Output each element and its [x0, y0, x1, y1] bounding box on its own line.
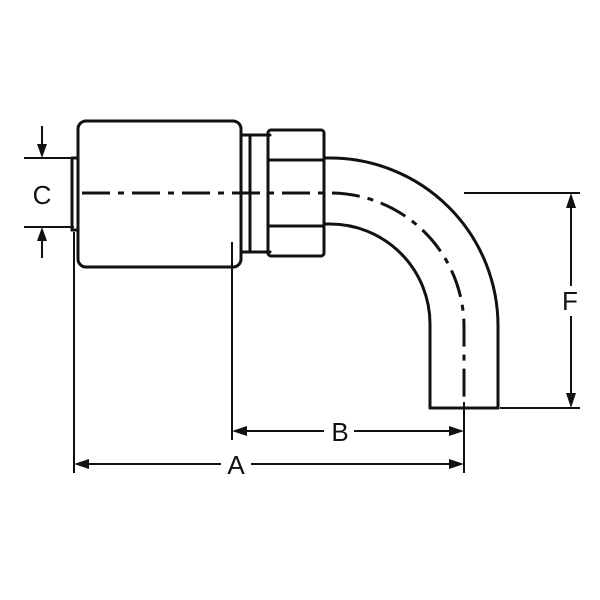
extension-lines	[24, 157, 580, 473]
dimension-f-label: F	[562, 286, 578, 316]
dimension-b: B	[232, 417, 464, 447]
dimension-a-label: A	[227, 450, 245, 480]
dimension-b-label: B	[331, 417, 348, 447]
dimension-c: C	[33, 126, 52, 258]
centerline	[82, 191, 466, 400]
dimension-c-label: C	[33, 180, 52, 210]
dimension-f: F	[556, 193, 586, 408]
dimension-a: A	[74, 450, 464, 480]
